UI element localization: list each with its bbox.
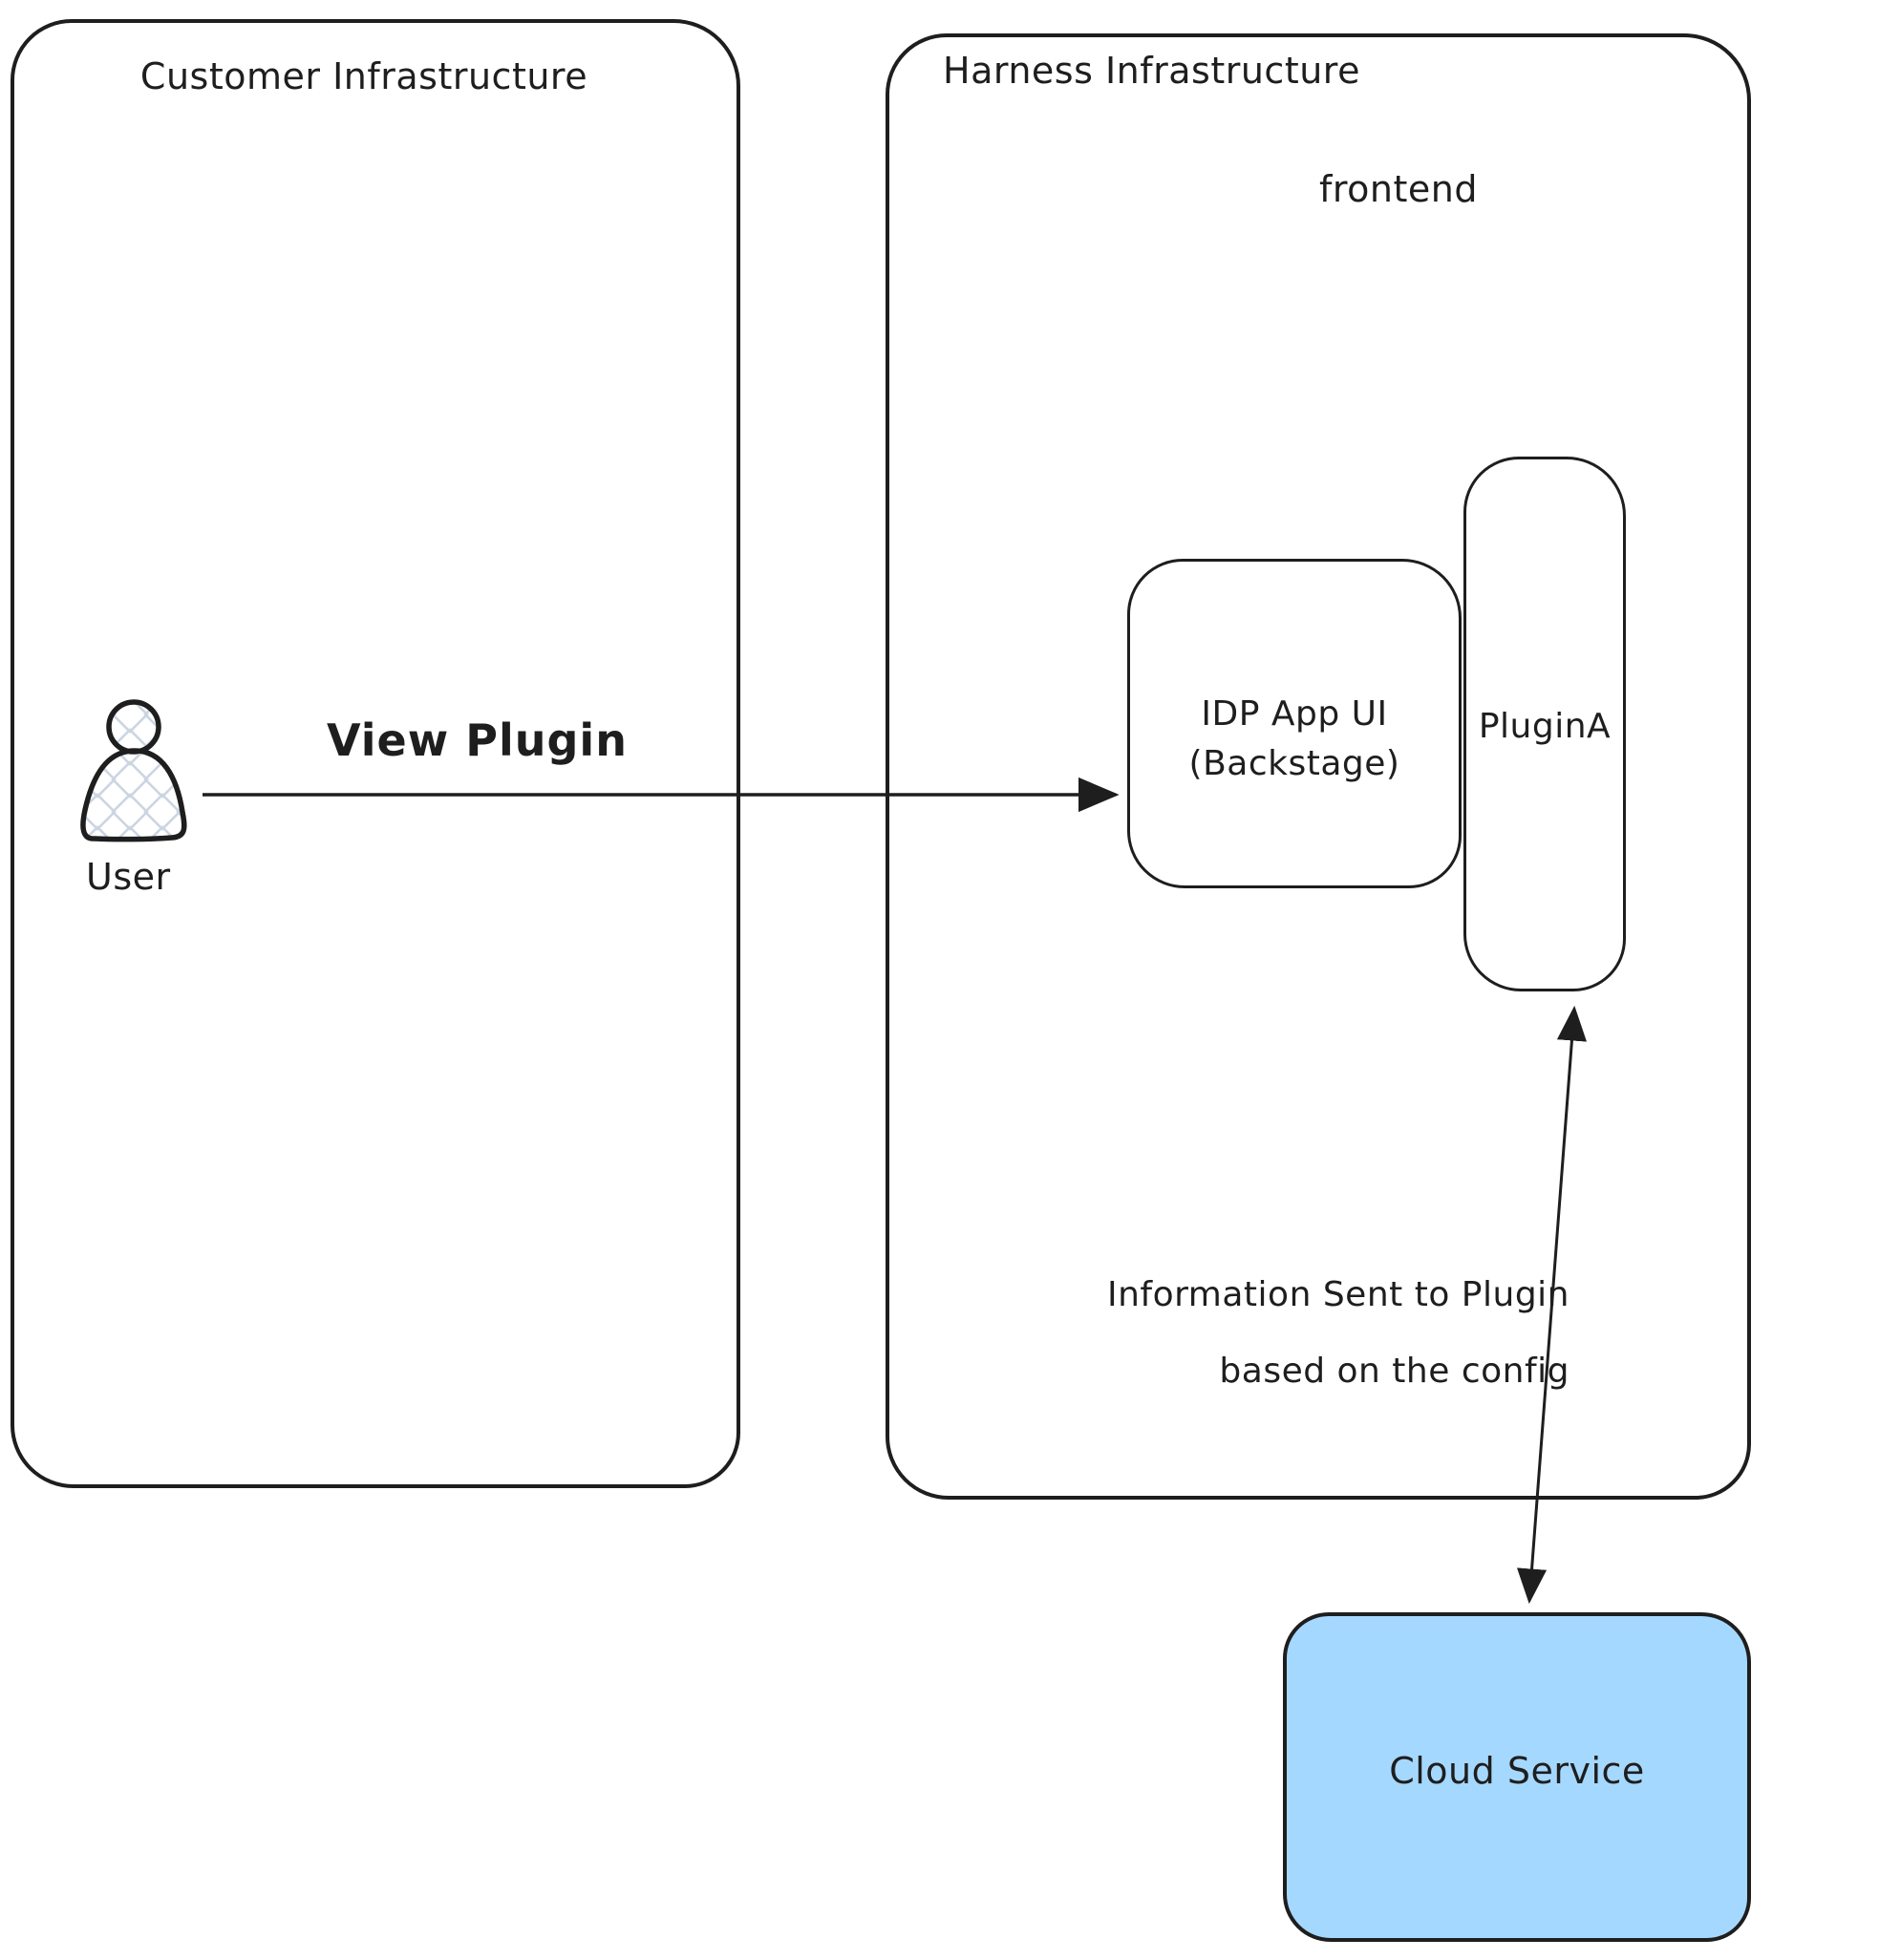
- plugin-cloud-arrow: [1516, 1005, 1588, 1605]
- harness-infrastructure-title: Harness Infrastructure: [943, 50, 1360, 92]
- customer-infrastructure-container: [11, 19, 740, 1488]
- idp-app-ui-node: [1127, 559, 1462, 888]
- customer-infrastructure-title: Customer Infrastructure: [139, 55, 588, 97]
- view-plugin-edge-label: View Plugin: [327, 714, 628, 766]
- cloud-service-label: Cloud Service: [1389, 1750, 1645, 1792]
- info-sent-edge-label: Information Sent to Plugin based on the …: [1003, 1257, 1569, 1410]
- frontend-label: frontend: [1319, 168, 1478, 210]
- plugin-a-label: PluginA: [1478, 707, 1612, 746]
- plugin-a-node: [1463, 457, 1626, 991]
- user-icon: [80, 699, 187, 842]
- idp-app-ui-label-line2: (Backstage): [1188, 744, 1400, 783]
- harness-infrastructure-container: [886, 33, 1751, 1500]
- idp-app-ui-label-line1: IDP App UI: [1201, 694, 1388, 734]
- info-sent-edge-label-line1: Information Sent to Plugin: [1107, 1275, 1569, 1314]
- cloud-service-node: [1283, 1612, 1751, 1942]
- user-label: User: [86, 856, 171, 898]
- info-sent-edge-label-line2: based on the config: [1219, 1352, 1569, 1391]
- idp-app-ui-label: IDP App UI (Backstage): [1127, 690, 1462, 789]
